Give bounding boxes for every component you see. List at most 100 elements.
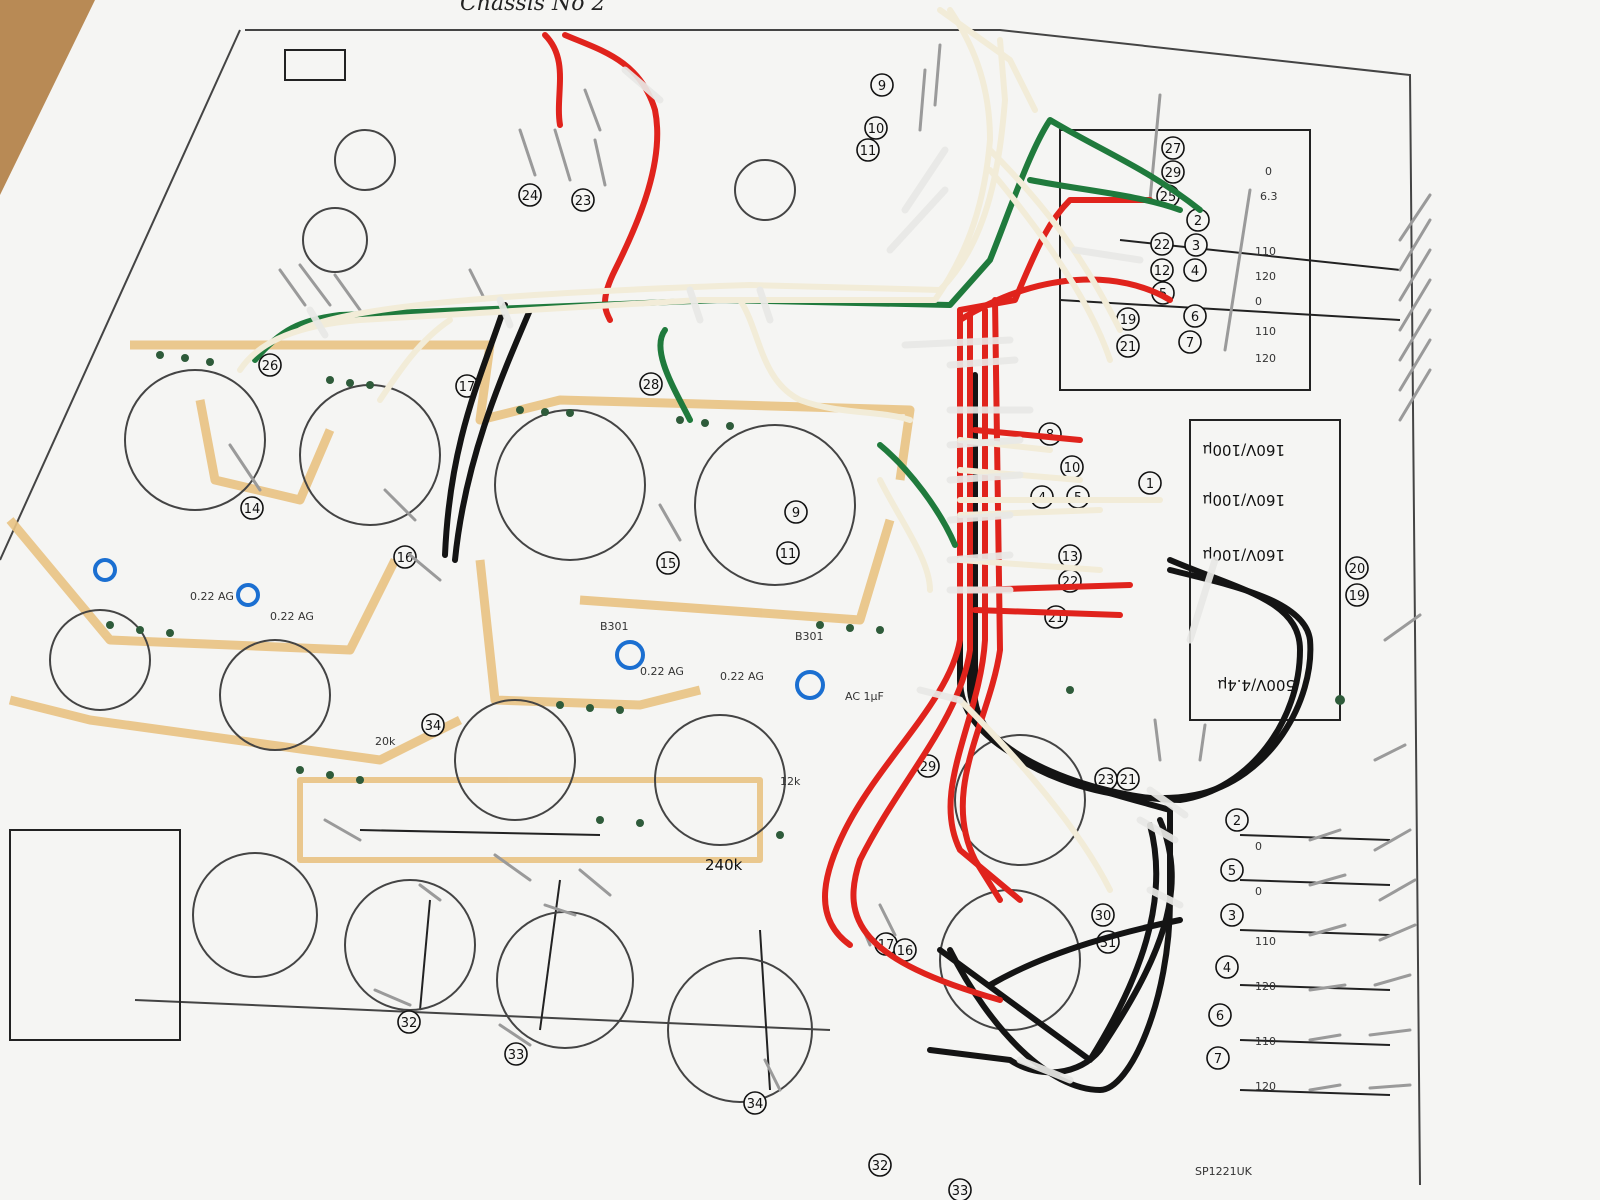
node-marker-label: 11: [860, 144, 877, 159]
cable-ties: [306, 66, 1219, 1084]
tube-sockets: [49, 129, 1086, 1103]
node-marker-circle: [1184, 233, 1208, 257]
node-marker-label: 22: [1154, 238, 1171, 253]
node-marker-label: 7: [1186, 336, 1194, 351]
node-marker-circle: [868, 1153, 892, 1177]
node-marker-label: 15: [660, 557, 677, 572]
node-marker-circle: [1091, 903, 1115, 927]
node-marker-circle: [1220, 903, 1244, 927]
node-marker-circle: [1150, 232, 1174, 256]
node-marker-label: 29: [1165, 166, 1182, 181]
node-marker-circle: [393, 545, 417, 569]
svg-text:500V/4.4μ: 500V/4.4μ: [1217, 676, 1295, 694]
node-marker-circle: [948, 1178, 972, 1200]
node-marker-circle: [784, 500, 808, 524]
node-marker-circle: [1138, 471, 1162, 495]
node-marker-circle: [864, 116, 888, 140]
node-marker-label: 11: [780, 547, 797, 562]
node-marker-circle: [1150, 258, 1174, 282]
svg-text:110: 110: [1255, 245, 1276, 258]
svg-text:0.22 AG: 0.22 AG: [190, 590, 234, 603]
node-marker-label: 27: [1165, 142, 1182, 157]
component-labels: 160V/100μ 160V/100μ 160V/100μ 500V/4.4μ …: [190, 441, 1295, 1178]
node-marker-label: 34: [425, 719, 442, 734]
node-marker-circle: [1161, 136, 1185, 160]
node-marker-circle: [504, 1042, 528, 1066]
svg-text:0: 0: [1255, 885, 1262, 898]
node-marker-label: 33: [952, 1184, 969, 1199]
svg-text:110: 110: [1255, 935, 1276, 948]
node-marker-circle: [397, 1010, 421, 1034]
node-marker-circle: [856, 138, 880, 162]
node-marker-label: 23: [1098, 773, 1115, 788]
svg-text:SP1221UK: SP1221UK: [1195, 1165, 1253, 1178]
node-marker-label: 33: [508, 1048, 525, 1063]
node-marker-circle: [518, 183, 542, 207]
harness-pins: [228, 43, 1432, 1092]
node-marker-circle: [1208, 1003, 1232, 1027]
node-marker-label: 3: [1192, 239, 1200, 254]
svg-text:160V/100μ: 160V/100μ: [1202, 546, 1285, 564]
node-marker-circle: [1183, 258, 1207, 282]
node-marker-circle: [1161, 160, 1185, 184]
node-marker-circle: [1116, 767, 1140, 791]
node-marker-circle: [240, 496, 264, 520]
node-marker-circle: [571, 188, 595, 212]
node-marker-label: 4: [1223, 961, 1231, 976]
svg-text:120: 120: [1255, 1080, 1276, 1093]
node-marker-circle: [1220, 858, 1244, 882]
node-marker-label: 5: [1228, 864, 1236, 879]
node-marker-label: 7: [1214, 1052, 1222, 1067]
svg-text:120: 120: [1255, 270, 1276, 283]
node-marker-circle: [1116, 334, 1140, 358]
node-marker-label: 14: [244, 502, 261, 517]
node-marker-label: 32: [401, 1016, 418, 1031]
svg-text:12k: 12k: [780, 775, 801, 788]
node-marker-label: 12: [1154, 264, 1171, 279]
svg-text:B301: B301: [795, 630, 824, 643]
svg-text:B301: B301: [600, 620, 629, 633]
node-marker-label: 2: [1194, 214, 1202, 229]
node-marker-label: 21: [1120, 773, 1137, 788]
node-marker-circle: [1183, 304, 1207, 328]
svg-text:AC 1μF: AC 1μF: [845, 690, 884, 703]
node-marker-label: 21: [1120, 340, 1137, 355]
node-marker-circle: [870, 73, 894, 97]
node-marker-circle: [1215, 955, 1239, 979]
svg-text:6.3: 6.3: [1260, 190, 1278, 203]
svg-text:240k: 240k: [705, 856, 743, 874]
svg-text:120: 120: [1255, 352, 1276, 365]
svg-text:0.22 AG: 0.22 AG: [720, 670, 764, 683]
node-marker-label: 34: [747, 1097, 764, 1112]
svg-text:0.22 AG: 0.22 AG: [640, 665, 684, 678]
node-marker-label: 1: [1146, 477, 1154, 492]
node-marker-label: 3: [1228, 909, 1236, 924]
svg-text:160V/100μ: 160V/100μ: [1202, 491, 1285, 509]
svg-text:0: 0: [1265, 165, 1272, 178]
node-marker-label: 4: [1191, 264, 1199, 279]
node-marker-circle: [1178, 330, 1202, 354]
svg-text:110: 110: [1255, 325, 1276, 338]
node-marker-label: 32: [872, 1159, 889, 1174]
node-marker-label: 25: [1160, 190, 1177, 205]
solder-pads: [106, 351, 1345, 839]
node-marker-circle: [1206, 1046, 1230, 1070]
node-marker-circle: [743, 1091, 767, 1115]
node-marker-circle: [656, 551, 680, 575]
node-marker-label: 10: [1064, 461, 1081, 476]
node-marker-circle: [776, 541, 800, 565]
tap-labels: 0 6.3 110 120 0 110 120 0 0 110 120 110 …: [1255, 165, 1278, 1093]
node-marker-label: 29: [920, 760, 937, 775]
node-marker-label: 24: [522, 189, 539, 204]
node-marker-circle: [1345, 556, 1369, 580]
node-marker-label: 6: [1216, 1009, 1224, 1024]
node-marker-circle: [639, 372, 663, 396]
handwritten-title: Chassis No 2: [460, 0, 606, 16]
node-marker-circle: [421, 713, 445, 737]
node-marker-label: 16: [897, 944, 914, 959]
node-marker-circle: [1225, 808, 1249, 832]
svg-text:0: 0: [1255, 295, 1262, 308]
node-marker-label: 19: [1120, 313, 1137, 328]
